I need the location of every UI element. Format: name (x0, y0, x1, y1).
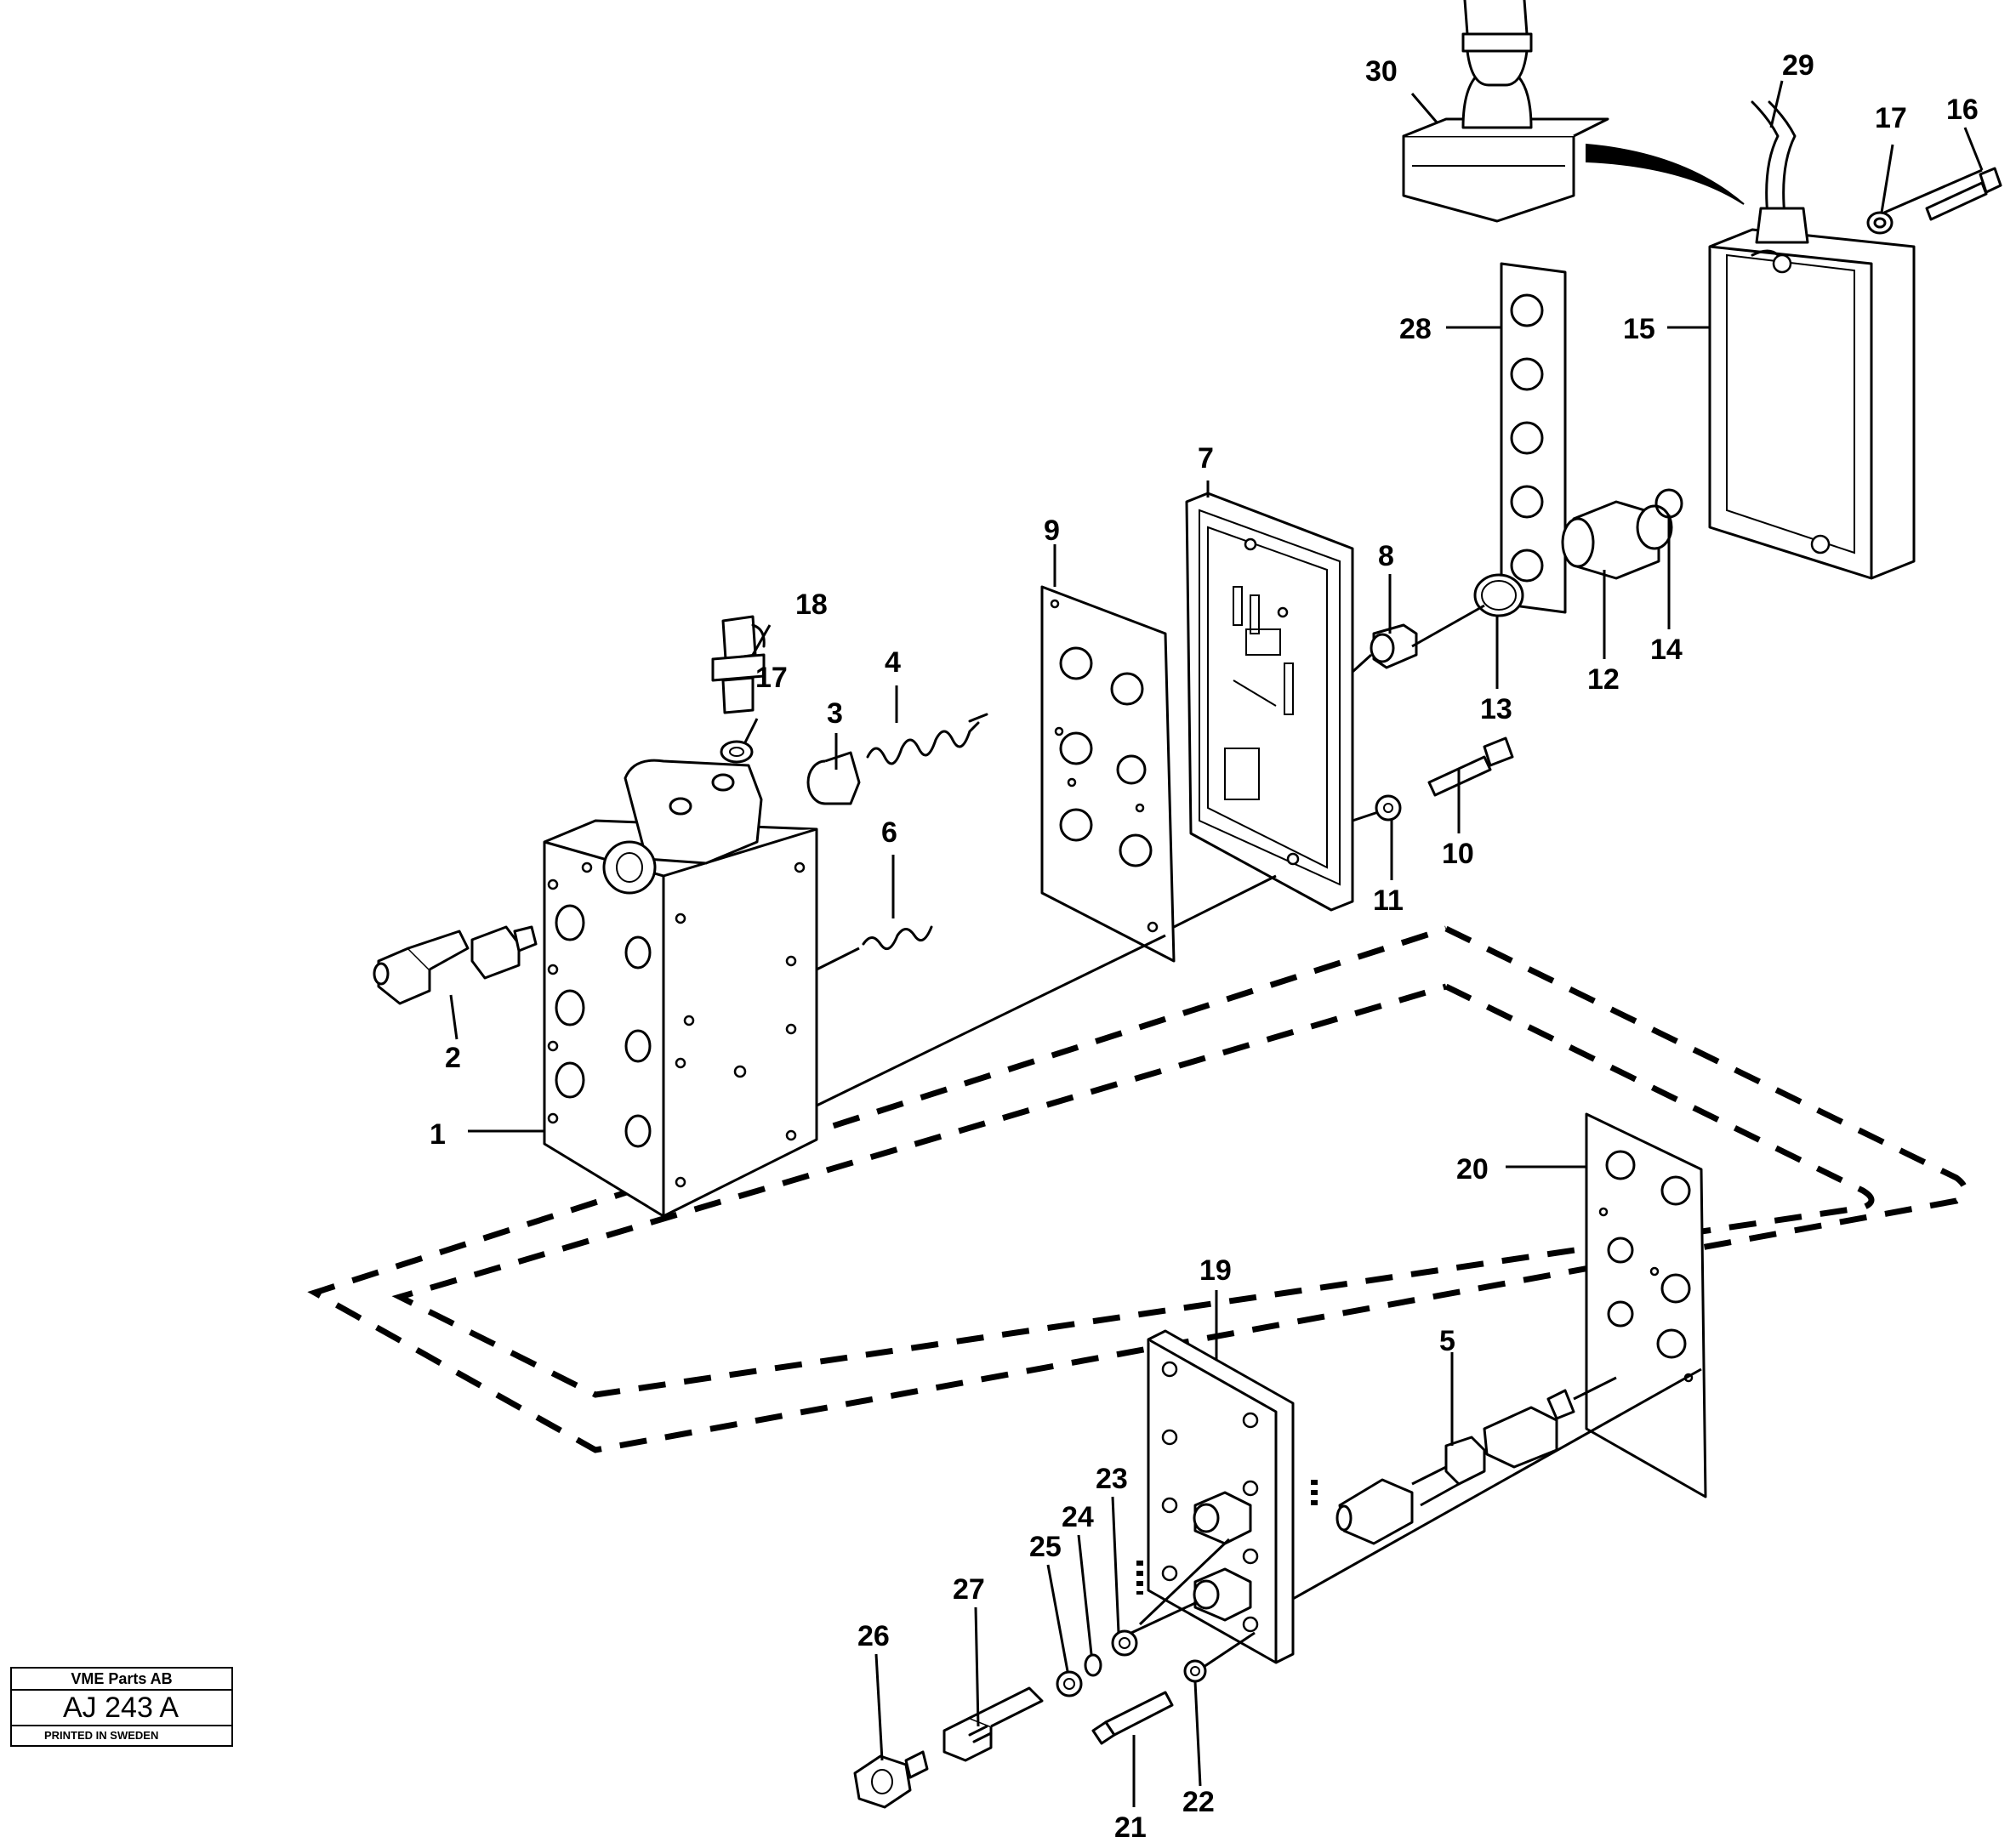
washer-17-top (1866, 211, 1894, 235)
housing (1708, 100, 1916, 580)
spool-2 (373, 925, 538, 1005)
callout-labels: 1 2 3 4 5 6 7 8 9 10 11 12 13 14 15 16 1… (430, 49, 1979, 1844)
washer-22 (1183, 1659, 1207, 1683)
drawing-code: AJ 243 A (12, 1691, 231, 1726)
callout-5: 5 (1439, 1325, 1455, 1357)
callout-9: 9 (1044, 515, 1060, 547)
callout-23: 23 (1096, 1463, 1128, 1495)
bolt-16 (1925, 167, 2002, 221)
company-name: VME Parts AB (12, 1669, 231, 1691)
callout-26: 26 (857, 1620, 890, 1652)
callout-2: 2 (445, 1042, 461, 1074)
seal-3 (806, 751, 861, 805)
callout-18: 18 (795, 589, 828, 621)
bolt-10 (1427, 736, 1514, 797)
callout-15: 15 (1623, 313, 1655, 345)
callout-10: 10 (1442, 838, 1474, 870)
callout-30: 30 (1365, 55, 1398, 88)
callout-13: 13 (1480, 693, 1512, 725)
ring-24 (1084, 1653, 1102, 1677)
solenoid-plug (1402, 0, 1745, 223)
o-ring-13 (1473, 573, 1524, 617)
circlip-14 (1654, 488, 1683, 519)
callout-29: 29 (1782, 49, 1814, 82)
washer-11 (1375, 794, 1402, 822)
callout-6: 6 (881, 816, 897, 849)
callout-8: 8 (1378, 540, 1394, 572)
callout-17: 17 (755, 662, 788, 694)
spool-5 (1335, 1389, 1575, 1545)
bolt-21 (1091, 1691, 1174, 1745)
linkage-frame (307, 925, 1968, 1453)
callout-21: 21 (1114, 1811, 1147, 1844)
callout-1: 1 (430, 1118, 446, 1151)
callout-19: 19 (1199, 1254, 1232, 1287)
title-block: VME Parts AB AJ 243 A PRINTED IN SWEDEN (10, 1667, 233, 1747)
spring-6 (862, 925, 933, 951)
callout-12: 12 (1587, 663, 1620, 696)
callout-20: 20 (1456, 1153, 1489, 1186)
pin-27 (943, 1686, 1044, 1762)
plug-26 (853, 1750, 929, 1809)
callout-14: 14 (1650, 634, 1683, 666)
callout-25: 25 (1029, 1531, 1062, 1563)
plug-8 (1370, 623, 1418, 669)
callout-leaders (449, 80, 1984, 1807)
callout-22: 22 (1182, 1786, 1215, 1818)
gasket-20 (1585, 1112, 1707, 1498)
callout-11: 11 (1373, 884, 1404, 917)
callout-17-top: 17 (1875, 102, 1907, 134)
gasket-9 (1040, 585, 1176, 963)
callout-24: 24 (1062, 1501, 1094, 1533)
printed-note: PRINTED IN SWEDEN (44, 1729, 159, 1742)
solenoid-12 (1561, 500, 1673, 580)
spring-4 (866, 713, 988, 765)
callout-3: 3 (827, 697, 843, 730)
end-cover-19 (1147, 1329, 1295, 1664)
valve-body-1 (543, 759, 818, 1218)
callout-7: 7 (1198, 442, 1214, 475)
washer-25 (1056, 1670, 1083, 1697)
callout-16: 16 (1946, 94, 1979, 126)
callout-4: 4 (885, 646, 901, 679)
gasket-strip (1500, 262, 1567, 614)
cover-plate-7 (1185, 492, 1354, 912)
callout-28: 28 (1399, 313, 1432, 345)
washer-17 (720, 740, 754, 764)
sensor-18 (711, 615, 766, 714)
callout-27: 27 (953, 1573, 985, 1606)
washer-23 (1111, 1629, 1138, 1657)
